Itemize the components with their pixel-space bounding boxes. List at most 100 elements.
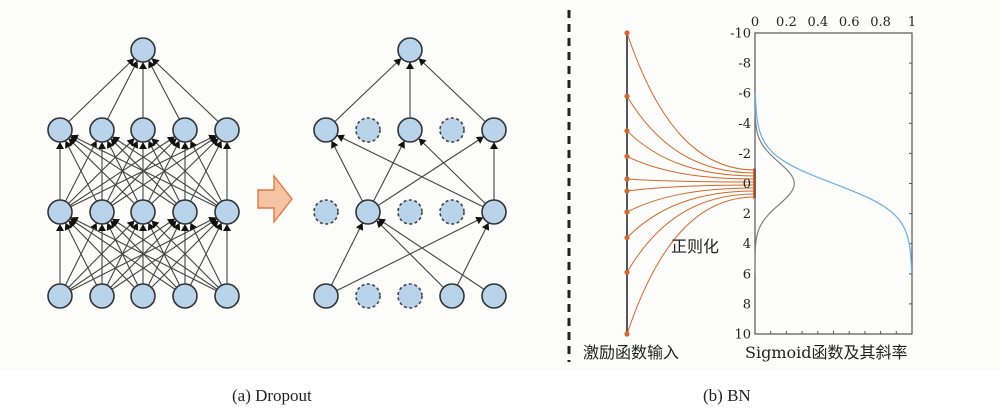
neuron [130,283,156,309]
dropped-neuron [355,283,381,309]
neuron [397,37,423,63]
input-point [624,128,630,134]
edge-arrowhead [98,142,106,149]
edge [367,129,495,213]
edge [409,129,495,213]
sigmoid-curve [754,93,913,274]
edge-arrowhead [139,142,147,149]
edge [59,129,228,213]
edge-arrowhead [139,224,147,231]
edge-arrowhead [331,140,339,149]
edge [142,49,228,131]
caption-bn: (b) BN [703,386,751,405]
gaussian-curve [754,93,795,274]
edge-arrowhead [393,58,402,66]
x-tick-label: 1 [908,15,916,30]
y-tick-label: 8 [743,297,751,312]
edge-arrowhead [190,140,198,149]
edge-arrowhead [377,218,387,226]
y-tick-label: -2 [738,147,751,162]
edge-arrowhead [181,224,189,231]
edge-arrowhead [406,62,414,69]
edge [325,129,495,213]
edge-arrowhead [214,222,223,231]
edge-arrowhead [130,60,138,69]
edge [59,49,144,131]
edge-arrowhead [106,222,114,231]
y-tick-label: -10 [730,27,751,42]
normalization-curve [626,196,756,335]
x-tick-label: 0.4 [807,15,828,30]
edge [59,129,186,213]
y-tick-label: 0 [743,177,751,192]
edge-arrowhead [131,222,139,231]
edge-arrowhead [355,222,364,231]
caption-dropout: (a) Dropout [232,386,312,405]
edge [101,211,228,297]
edge-arrowhead [151,58,160,66]
edge-arrowhead [89,222,98,231]
y-tick-label: -8 [738,57,751,72]
input-point [624,209,630,215]
edge-arrowhead [189,222,198,231]
neuron [355,199,381,225]
regularization-label: 正则化 [671,237,719,256]
edge-arrowhead [481,222,490,231]
normalization-curve [626,95,756,174]
edge-arrowhead [181,142,189,149]
neuron [172,199,198,225]
edge [142,211,228,297]
edge-arrowhead [148,60,156,69]
normalization-curve [626,190,756,239]
neuron [313,283,339,309]
edge-arrowhead [111,218,121,226]
edge-arrowhead [223,142,231,149]
full-network [47,37,240,309]
input-point [624,30,630,36]
normalization-curve [626,184,756,192]
normalization-curve [626,155,756,180]
neuron [439,283,465,309]
edge-arrowhead [56,224,64,231]
edge-arrowhead [56,142,64,149]
edge-arrowhead [151,220,160,229]
neuron [130,37,156,63]
neuron [481,283,507,309]
edge-arrowhead [490,142,498,149]
edge-arrowhead [397,140,405,149]
neuron [214,117,240,143]
sigmoid-plot-label: Sigmoid函数及其斜率 [745,343,908,362]
neuron [313,117,339,143]
edge [59,211,228,297]
dropped-neuron [313,199,339,225]
neuron [47,199,73,225]
y-tick-label: -6 [738,87,751,102]
input-point [624,269,630,275]
transform-arrow [257,173,293,225]
edge-arrowhead [418,138,427,147]
neuron [481,117,507,143]
y-tick-label: 2 [743,207,751,222]
edge-arrowhead [223,224,231,231]
activation-inputs [624,30,756,337]
edge-arrowhead [112,136,121,144]
input-point [624,188,630,194]
edge-arrowhead [147,222,156,231]
edge [325,49,411,131]
dropout-arrow-icon [257,173,293,225]
normalization-curve [626,187,756,213]
neuron [89,283,115,309]
neuron [130,199,156,225]
edge [101,129,228,213]
edge-arrowhead [70,216,79,225]
neuron [214,283,240,309]
input-point [624,176,630,182]
y-tick-label: -4 [738,117,751,132]
normalization-curve [626,193,756,273]
dropped-neuron [397,283,423,309]
x-tick-label: 0 [751,15,759,30]
x-tick-label: 0.8 [870,15,891,30]
edge-arrowhead [172,140,180,149]
y-tick-label: 6 [743,267,751,282]
